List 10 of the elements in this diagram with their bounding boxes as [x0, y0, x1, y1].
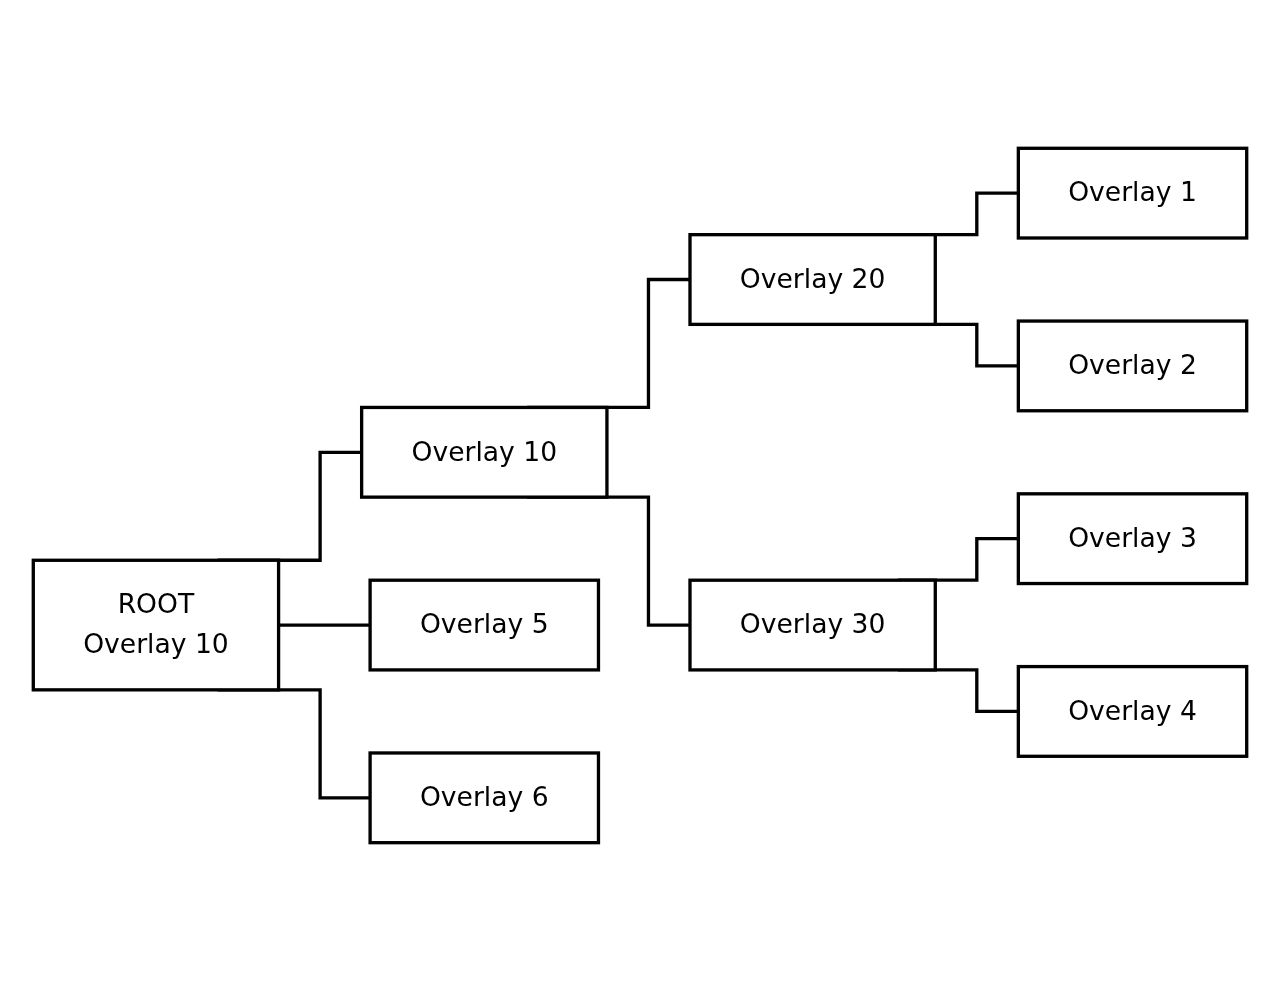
- node-box: Overlay 2: [1016, 319, 1249, 413]
- node-box: Overlay 10: [359, 405, 609, 499]
- node-box: ROOT Overlay 10: [31, 558, 281, 692]
- node-box: Overlay 6: [368, 751, 601, 845]
- node-box: Overlay 30: [688, 578, 937, 672]
- node-box: Overlay 3: [1016, 492, 1249, 586]
- node-box: Overlay 4: [1016, 664, 1249, 758]
- node-box: Overlay 20: [688, 233, 937, 327]
- node-box: Overlay 1: [1016, 146, 1249, 240]
- node-box: Overlay 5: [368, 578, 601, 672]
